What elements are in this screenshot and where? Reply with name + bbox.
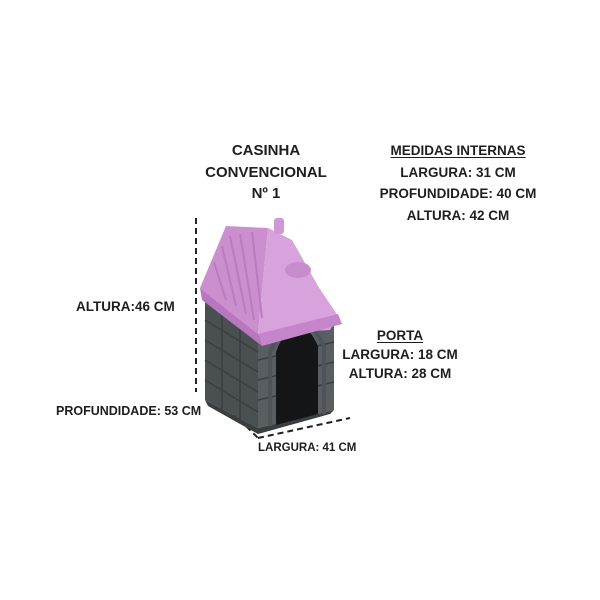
roof-front [226, 226, 338, 334]
roof-logo [285, 262, 311, 278]
roof-ridges [213, 231, 263, 321]
product-title: CASINHA CONVENCIONAL Nº 1 [196, 140, 336, 205]
roof-knob [274, 218, 284, 234]
door-height: ALTURA: 28 CM [348, 366, 452, 381]
product-title-line-2: CONVENCIONAL [205, 163, 327, 181]
house-base [205, 400, 334, 434]
width-dimension-line [257, 417, 351, 439]
product-title-line-1: CASINHA [231, 142, 301, 159]
external-depth-label: PROFUNDIDADE: 53 CM [56, 404, 202, 418]
roof-eave [200, 288, 262, 346]
internal-height: ALTURA: 42 CM [406, 207, 510, 223]
external-height-label: ALTURA:46 CM [76, 299, 175, 314]
roof-edge [258, 314, 342, 346]
product-title-line-3: Nº 1 [251, 185, 281, 202]
door-measures: PORTA LARGURA: 18 CM ALTURA: 28 CM [330, 326, 470, 383]
internal-width: LARGURA: 31 CM [400, 164, 516, 180]
internal-measures-heading: MEDIDAS INTERNAS [390, 143, 526, 158]
external-width-label: LARGURA: 41 CM [258, 442, 357, 454]
internal-depth: PROFUNDIDADE: 40 CM [379, 186, 537, 201]
internal-measures: MEDIDAS INTERNAS LARGURA: 31 CM PROFUNDI… [360, 140, 556, 226]
dog-house [200, 218, 342, 434]
door-width: LARGURA: 18 CM [342, 347, 458, 362]
house-door [276, 324, 318, 425]
door-heading: PORTA [376, 328, 424, 343]
